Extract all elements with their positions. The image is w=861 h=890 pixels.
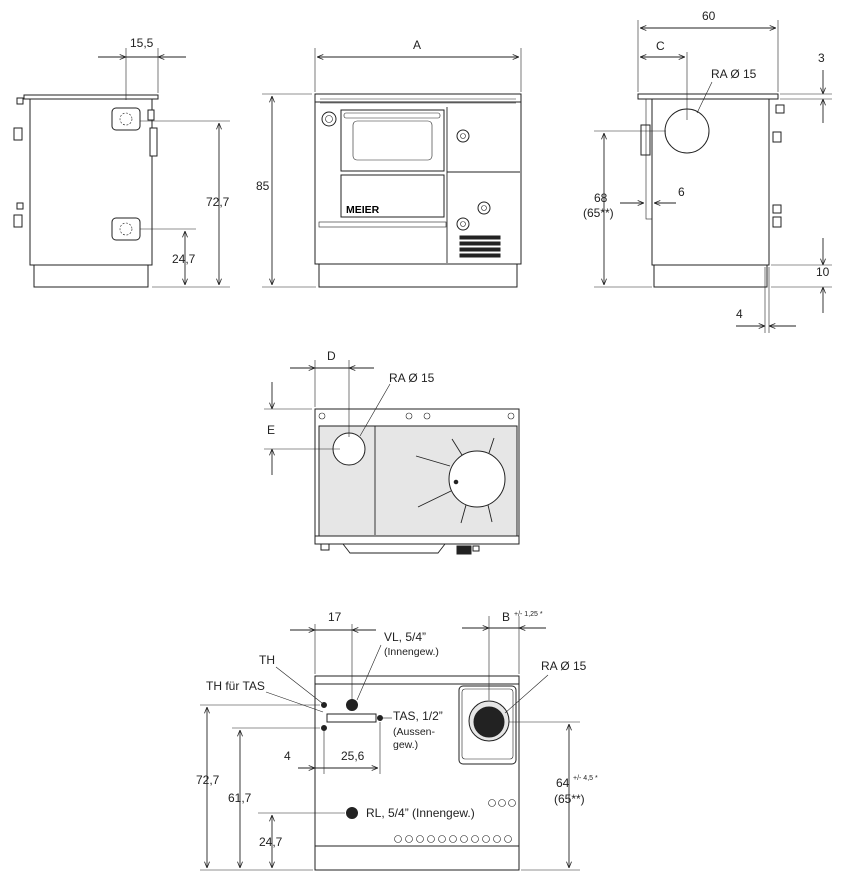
dim-64-tol: +/- 4,5 * bbox=[573, 775, 598, 782]
dim-60: 60 bbox=[702, 9, 716, 23]
label-tas: TAS, 1/2” bbox=[393, 709, 443, 723]
front-view: MEIER A 85 bbox=[256, 38, 522, 288]
vl-connector bbox=[346, 699, 358, 711]
dim-64: 64 bbox=[556, 776, 570, 790]
top-view: D E RA Ø 15 bbox=[264, 349, 520, 555]
left-side-view: 15,5 72,7 24,7 bbox=[13, 36, 230, 288]
vent-grille bbox=[459, 235, 501, 258]
dim-4-rear: 4 bbox=[284, 749, 291, 763]
dim-85: 85 bbox=[256, 179, 270, 193]
label-tas-sub1: (Aussen- bbox=[393, 726, 436, 738]
label-rl: RL, 5/4” (Innengew.) bbox=[366, 806, 475, 820]
dim-b: B bbox=[502, 610, 510, 624]
vent-holes bbox=[394, 799, 516, 843]
logo: MEIER bbox=[346, 204, 380, 216]
label-vl-sub: (Innengew.) bbox=[384, 646, 439, 658]
label-th-tas: TH für TAS bbox=[206, 679, 265, 693]
dim-24-7-rear: 24,7 bbox=[259, 835, 283, 849]
dim-d: D bbox=[327, 349, 336, 363]
dim-6: 6 bbox=[678, 185, 685, 199]
dim-25-6: 25,6 bbox=[341, 749, 365, 763]
dim-10: 10 bbox=[816, 265, 830, 279]
dim-72-7: 72,7 bbox=[206, 195, 230, 209]
flue-rear-inner bbox=[473, 706, 505, 738]
dim-61-7: 61,7 bbox=[228, 791, 252, 805]
tas-pipe bbox=[326, 713, 377, 723]
label-th: TH bbox=[259, 653, 275, 667]
dim-a: A bbox=[413, 38, 421, 52]
dim-24-7: 24,7 bbox=[172, 252, 196, 266]
dim-3: 3 bbox=[818, 51, 825, 65]
lower-connector bbox=[111, 217, 141, 241]
dim-72-7-rear: 72,7 bbox=[196, 773, 220, 787]
dim-e: E bbox=[267, 423, 275, 437]
dim-15-5: 15,5 bbox=[130, 36, 154, 50]
label-tas-sub2: gew.) bbox=[393, 739, 418, 751]
rear-view: 17 VL, 5/4” (Innengew.) TH TH für TAS TA… bbox=[196, 610, 598, 871]
dim-4-side: 4 bbox=[736, 307, 743, 321]
dim-65-side: (65**) bbox=[583, 206, 614, 220]
th-tas-sensor bbox=[321, 725, 327, 731]
rl-connector bbox=[346, 807, 358, 819]
hotplate bbox=[448, 450, 506, 508]
dim-c: C bbox=[656, 39, 665, 53]
right-side-view: 60 C 3 RA Ø 15 68 (65**) 6 10 4 bbox=[583, 9, 832, 333]
th-sensor bbox=[321, 702, 327, 708]
dim-68: 68 bbox=[594, 191, 608, 205]
dim-b-tol: +/- 1,25 * bbox=[514, 611, 543, 618]
label-ra-rear: RA Ø 15 bbox=[541, 659, 587, 673]
upper-connector bbox=[111, 107, 141, 131]
label-ra-side: RA Ø 15 bbox=[711, 67, 757, 81]
dim-17: 17 bbox=[328, 610, 342, 624]
label-vl: VL, 5/4” bbox=[384, 630, 426, 644]
dim-65-rear: (65**) bbox=[554, 792, 585, 806]
label-ra-top: RA Ø 15 bbox=[389, 371, 435, 385]
